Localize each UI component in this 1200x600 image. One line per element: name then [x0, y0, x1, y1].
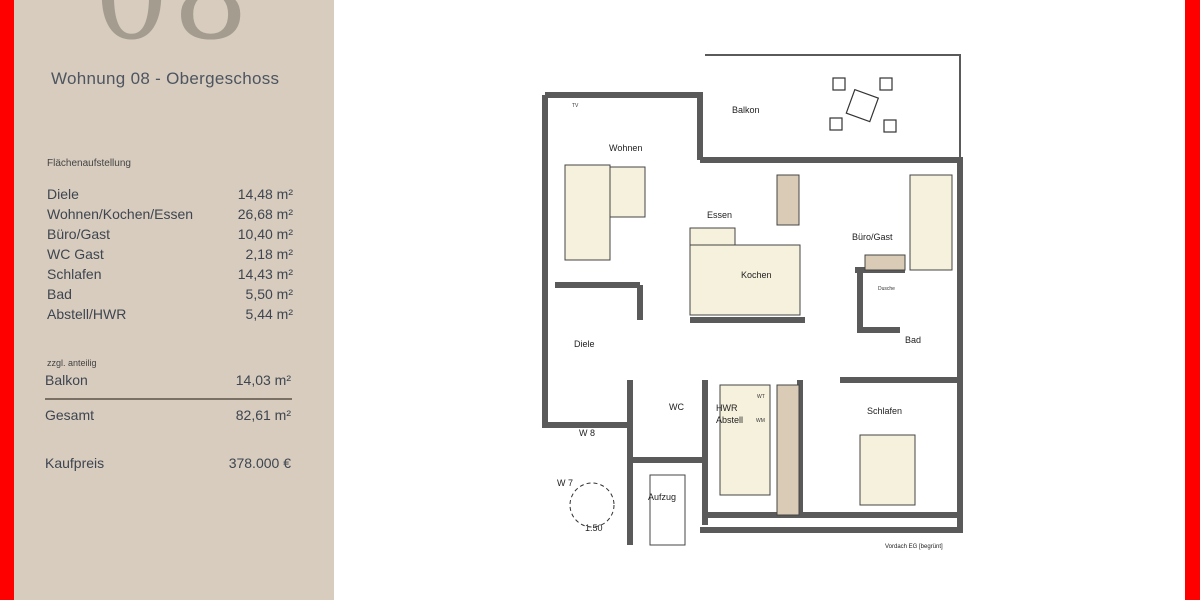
mark-label: W 7: [557, 478, 573, 488]
room-label: Balkon: [732, 105, 760, 115]
mark-label: WT: [757, 394, 765, 400]
total-area: 82,61 m²: [235, 407, 291, 423]
floor-plan: Balkon Wohnen Essen Kochen Büro/Gast Bad…: [542, 54, 963, 550]
walls: [542, 54, 963, 545]
room-name: Büro/Gast: [47, 226, 111, 242]
room-label: Essen: [707, 210, 732, 220]
area-row: WC Gast 2,18 m²: [47, 246, 293, 262]
price-value: 378.000 €: [228, 455, 291, 471]
total-row: Gesamt 82,61 m²: [45, 407, 291, 423]
room-label: Bad: [905, 335, 921, 345]
room-area: 5,44 m²: [245, 306, 293, 322]
room-name: WC Gast: [47, 246, 104, 262]
room-label: Abstell: [716, 415, 743, 425]
mark-label: Dusche: [878, 286, 895, 292]
area-row: Wohnen/Kochen/Essen 26,68 m²: [47, 206, 293, 222]
room-name: Bad: [47, 286, 72, 302]
room-name: Diele: [47, 186, 79, 202]
room-area: 5,50 m²: [245, 286, 293, 302]
right-border: [1185, 0, 1200, 600]
extra-note: zzgl. anteilig: [47, 358, 97, 368]
room-area: 26,68 m²: [237, 206, 293, 222]
room-label: HWR: [716, 403, 738, 413]
mark-label: WM: [756, 418, 765, 424]
divider: [45, 398, 292, 400]
room-name: Abstell/HWR: [47, 306, 127, 322]
room-area: 14,43 m²: [237, 266, 293, 282]
page-title: Wohnung 08 - Obergeschoss: [51, 69, 280, 88]
room-label: Diele: [574, 339, 595, 349]
room-label: Büro/Gast: [852, 232, 893, 242]
room-label: Wohnen: [609, 143, 642, 153]
room-name: Balkon: [45, 372, 88, 388]
left-border: [0, 0, 14, 600]
room-label: WC: [669, 402, 684, 412]
room-name: Schlafen: [47, 266, 102, 282]
room-label: Schlafen: [867, 406, 902, 416]
room-label: Kochen: [741, 270, 772, 280]
price-row: Kaufpreis 378.000 €: [45, 455, 291, 471]
furniture: [564, 164, 953, 546]
mark-label: 1.50: [585, 523, 603, 533]
apartment-number: 08: [94, 0, 252, 66]
area-row: Abstell/HWR 5,44 m²: [47, 306, 293, 322]
wheelchair-circle: [569, 482, 615, 528]
areas-heading: Flächenaufstellung: [47, 158, 131, 169]
area-row: Büro/Gast 10,40 m²: [47, 226, 293, 242]
area-row: Diele 14,48 m²: [47, 186, 293, 202]
balcony-table: [829, 77, 897, 133]
room-label: Aufzug: [648, 492, 676, 502]
room-area: 10,40 m²: [237, 226, 293, 242]
room-area: 14,03 m²: [235, 372, 291, 388]
balkon-row: Balkon 14,03 m²: [45, 372, 291, 388]
mark-label: TV: [572, 103, 579, 109]
room-area: 14,48 m²: [237, 186, 293, 202]
mark-label: W 8: [579, 428, 595, 438]
room-area: 2,18 m²: [245, 246, 293, 262]
shafts: [776, 174, 906, 516]
price-label: Kaufpreis: [45, 455, 105, 471]
room-name: Wohnen/Kochen/Essen: [47, 206, 194, 222]
area-row: Schlafen 14,43 m²: [47, 266, 293, 282]
total-label: Gesamt: [45, 407, 95, 423]
info-panel: 08 Wohnung 08 - Obergeschoss Flächenaufs…: [14, 0, 334, 600]
area-row: Bad 5,50 m²: [47, 286, 293, 302]
mark-label: Vordach EG [begrünt]: [885, 544, 943, 550]
